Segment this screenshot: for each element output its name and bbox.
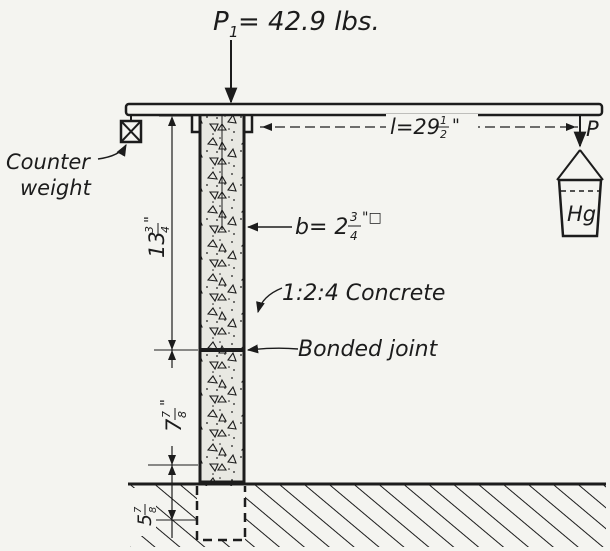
svg-text:": " — [141, 216, 159, 223]
svg-text:5: 5 — [134, 514, 156, 526]
joint-arrow — [246, 344, 299, 354]
svg-text:7: 7 — [160, 411, 173, 418]
svg-text:4: 4 — [350, 229, 358, 243]
ground — [128, 482, 606, 547]
svg-text:7: 7 — [133, 506, 144, 513]
lower-height-label: 7 7 8 " — [157, 399, 189, 432]
svg-text:1: 1 — [229, 23, 239, 41]
width-label: b= 2 3 4 "□ — [295, 210, 382, 243]
upper-height-label: 13 3 4 " — [141, 216, 172, 258]
svg-text:4: 4 — [159, 226, 172, 233]
concrete-arrow — [256, 287, 283, 314]
counterweight-label-line1: Counter — [6, 150, 91, 174]
svg-text:8: 8 — [176, 411, 189, 418]
lever-arm-label: l=29 1 2 " — [390, 114, 460, 141]
concrete-label: 1:2:4 Concrete — [282, 281, 445, 306]
joint-label: Bonded joint — [298, 337, 439, 362]
svg-text:= 42.9 lbs.: = 42.9 lbs. — [238, 7, 380, 37]
bucket-label: Hg — [567, 202, 596, 226]
counterweight-arrow — [97, 143, 127, 160]
svg-text:2: 2 — [440, 128, 447, 141]
svg-text:1: 1 — [440, 114, 447, 127]
counterweight — [119, 115, 143, 144]
svg-text:P: P — [213, 7, 229, 37]
svg-text:7: 7 — [162, 418, 186, 432]
svg-text:3: 3 — [350, 210, 358, 224]
embed-depth-label: 5 7 8 — [133, 504, 159, 526]
end-load-label: P — [586, 117, 599, 141]
concrete-column — [198, 112, 246, 484]
counterweight-label-line2: weight — [20, 176, 92, 200]
svg-text:3: 3 — [143, 226, 156, 233]
svg-text:": " — [157, 399, 175, 406]
svg-text:l=29: l=29 — [390, 115, 440, 139]
load-label: P 1 = 42.9 lbs. — [213, 7, 380, 41]
lever-beam — [124, 102, 604, 134]
svg-text:"□: "□ — [362, 210, 382, 226]
svg-text:13: 13 — [145, 231, 169, 258]
svg-text:8: 8 — [148, 507, 159, 513]
bucket — [556, 115, 604, 238]
height-dimension — [148, 115, 198, 538]
svg-text:b= 2: b= 2 — [295, 215, 348, 240]
svg-text:": " — [452, 116, 460, 136]
